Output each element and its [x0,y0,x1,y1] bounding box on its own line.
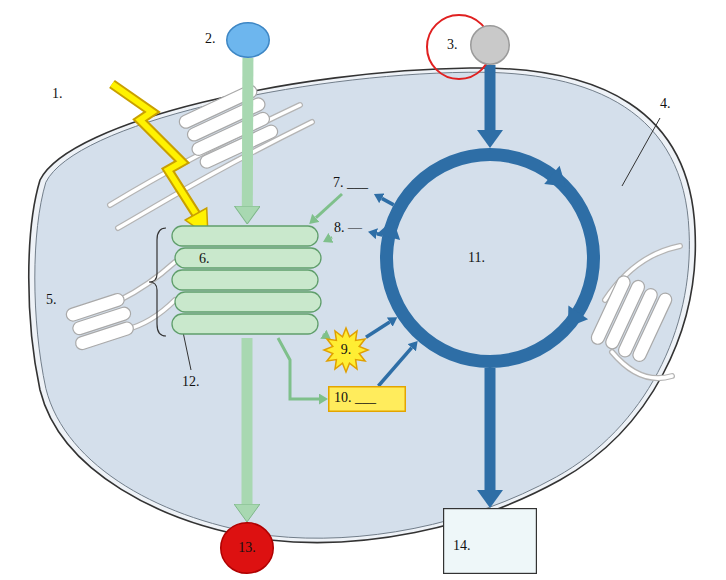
callout-number: 5. [46,292,57,307]
thylakoid-disc [175,292,321,312]
thylakoid-stack [65,291,137,351]
text-slot: 14. [453,538,471,554]
cycle-ring [387,155,594,362]
chloroplast-envelope [29,68,696,543]
callout-number: 4. [660,96,671,111]
flow-arrow [242,338,253,504]
flow-arrow [330,236,334,240]
product-box: 14. [443,508,537,574]
inner-membrane [35,72,690,538]
text-slot: 2. [205,31,216,47]
yellow-box: 10. ___ [328,386,406,412]
lamella-fill [120,262,175,300]
text-slot: 9. [341,342,352,358]
cycle-ring: 11. [380,148,600,368]
text-slot: 3. [447,37,458,53]
granum-stack: 6. [171,224,323,338]
light-bolt [112,84,208,236]
flow-arrow [316,194,342,218]
callout-number: 14. [453,538,471,553]
thylakoid-stack [177,82,279,171]
light-bolt [112,84,196,214]
flow-arrow [378,348,411,386]
thylakoid-disc [172,226,321,334]
callout-number: 1. [52,86,63,101]
grey-circle: 3. [425,12,515,82]
blank-label: 8. — [332,218,368,238]
lamella-outline [120,262,175,300]
bracket [149,228,166,336]
text-slot: 1. [52,86,63,102]
text-slot: 7. ___ [333,175,368,191]
circle-shape [221,523,274,574]
flow-arrow [278,338,319,399]
granum-stack [171,224,323,338]
lamella-outline [110,105,680,378]
thylakoid-disc [175,248,321,268]
callout-number: 6. [199,251,210,266]
grey-circle [470,25,510,65]
text-slot: 6. [199,251,210,267]
thylakoid-stack [589,272,674,365]
text-slot: 8. — [334,220,362,236]
cycle-ring [380,148,600,368]
thylakoid-disc [172,226,318,246]
callout-number: 11. [468,250,485,265]
thylakoid-stack [631,291,674,364]
thylakoid-disc [172,314,318,334]
text-slot: 12. [182,374,200,390]
cycle-arrowhead [568,306,588,328]
thylakoid-stack [74,320,135,351]
light-bolt [112,84,196,214]
callout-number: 12. [182,374,200,389]
flow-arrow [242,58,254,206]
callout-number: 2. [205,31,216,46]
blue-circle: 2. [205,20,271,60]
star-burst: 9. [322,327,370,373]
thylakoid-disc [172,270,318,290]
blank-label: 7. ___ [330,172,378,194]
lamella-fill [110,105,680,378]
outer-membrane [29,68,696,543]
text-slot: 5. [46,292,57,308]
box-shape [329,387,406,412]
cycle-arrowhead [377,220,400,241]
thylakoid-stack [198,123,280,170]
stroma-lamella [110,105,680,378]
text-slot: 13. [238,540,256,556]
callout-number: 9. [341,342,352,357]
star-shape [324,328,368,372]
callout-number: 8. — [334,220,362,235]
blue-circle [226,22,270,58]
leader-line [183,332,191,370]
flow-arrow [485,65,496,130]
text-slot: 10. ___ [334,390,376,406]
thylakoid-stack [65,82,674,365]
callout-number: 10. ___ [334,390,376,405]
callout-number: 13. [238,540,256,555]
flow-arrow [382,198,394,205]
flow-arrow [485,368,496,490]
circle-shape [227,23,270,58]
flow-arrow [322,332,325,335]
callout-number: 3. [447,37,458,52]
circle-shape [471,26,510,65]
leader-line [622,118,660,186]
callout-number: 7. ___ [333,175,368,190]
text-slot: 11. [468,250,485,266]
box-shape [444,509,537,574]
text-slot: 4. [660,96,671,112]
red-circle: 13. [220,522,274,574]
flow-arrow [366,322,390,337]
cycle-arrowhead [544,166,566,187]
